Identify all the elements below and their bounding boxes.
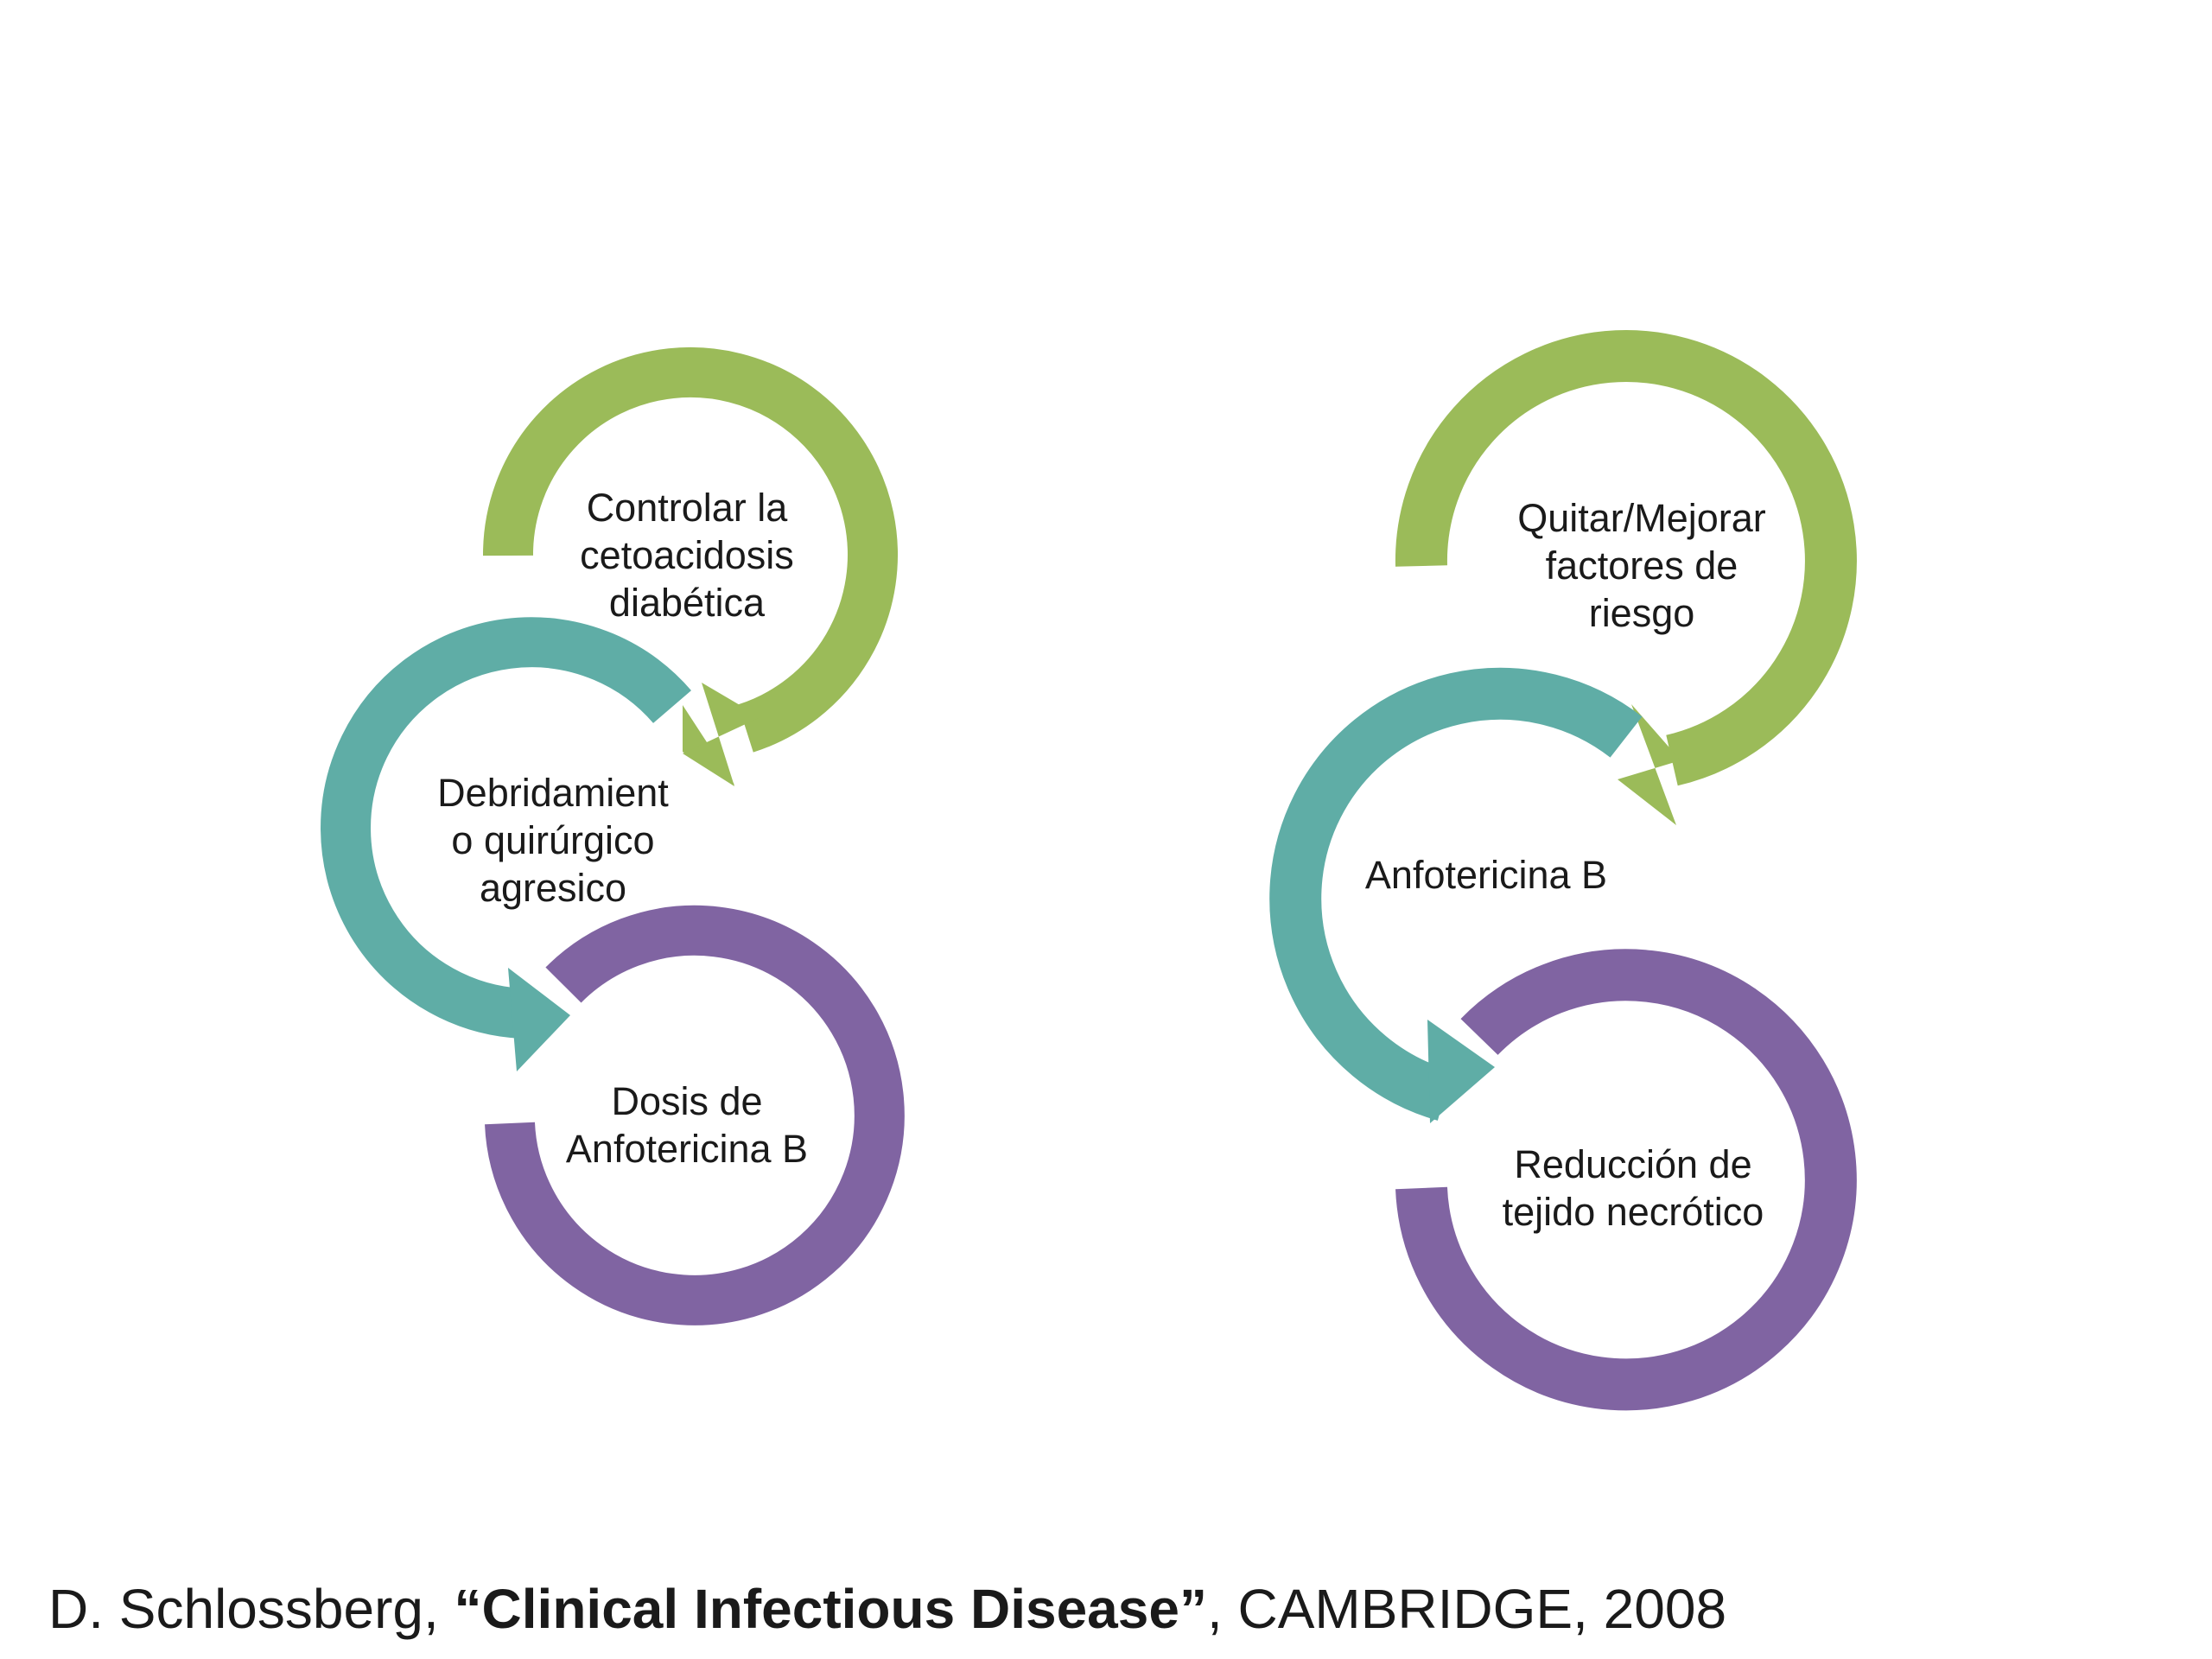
left-step2-arc bbox=[321, 617, 691, 1039]
right-step2-arc bbox=[1269, 667, 1643, 1121]
left-step3-label: Dosis de Anfotericina B bbox=[565, 1079, 809, 1171]
right-step2-label: Anfotericina B bbox=[1364, 853, 1608, 897]
right-step3-arc bbox=[1395, 949, 1857, 1411]
right-cycle bbox=[1269, 330, 1857, 1411]
citation-publisher: , CAMBRIDGE, 2008 bbox=[1206, 1578, 1727, 1640]
right-step1-label: Quitar/Mejorar factores de riesgo bbox=[1517, 496, 1766, 635]
left-step1-arc bbox=[482, 347, 898, 753]
citation-book-title: “Clinical Infectious Disease” bbox=[454, 1578, 1207, 1640]
left-step1-arrowhead-tip bbox=[683, 683, 760, 786]
right-step2-arrowhead bbox=[1427, 1020, 1495, 1123]
left-cycle bbox=[321, 347, 905, 1325]
right-step1-arrowhead bbox=[1618, 704, 1681, 825]
right-step1-arc bbox=[1395, 330, 1857, 786]
right-step3-label: Reducción de tejido necrótico bbox=[1502, 1142, 1764, 1234]
left-step3-arc bbox=[485, 905, 905, 1325]
citation-author: D. Schlossberg, bbox=[48, 1578, 454, 1640]
left-step2-label: Debridamient o quirúrgico agresico bbox=[437, 771, 669, 910]
left-step2-arrowhead bbox=[508, 968, 570, 1071]
left-step1-label: Controlar la cetoacidosis diabética bbox=[580, 486, 794, 625]
citation: D. Schlossberg, “Clinical Infectious Dis… bbox=[48, 1574, 1726, 1643]
